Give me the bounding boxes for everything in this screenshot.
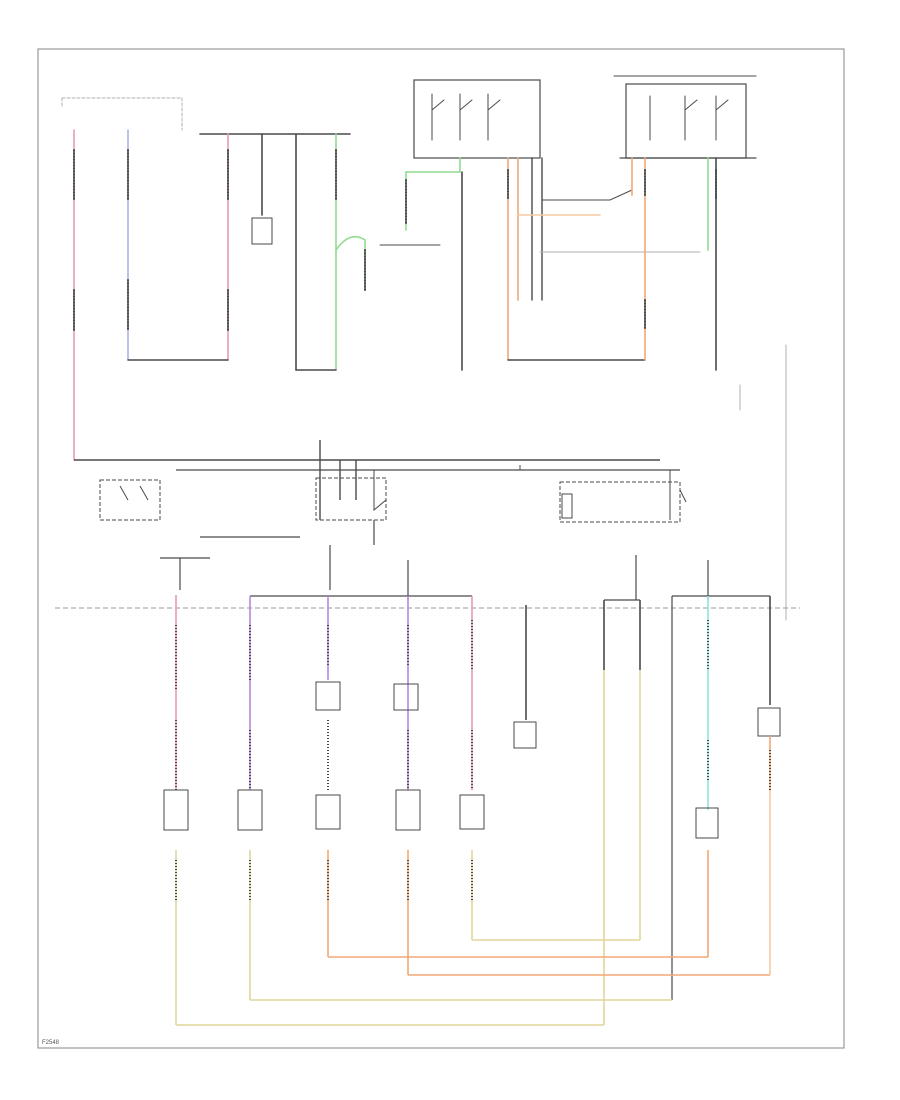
middle-section <box>55 440 800 609</box>
frame-code-label: F2548 <box>42 1040 60 1046</box>
diagram-border <box>37 48 845 1049</box>
top-section <box>61 75 787 621</box>
lower-section <box>163 595 781 1026</box>
